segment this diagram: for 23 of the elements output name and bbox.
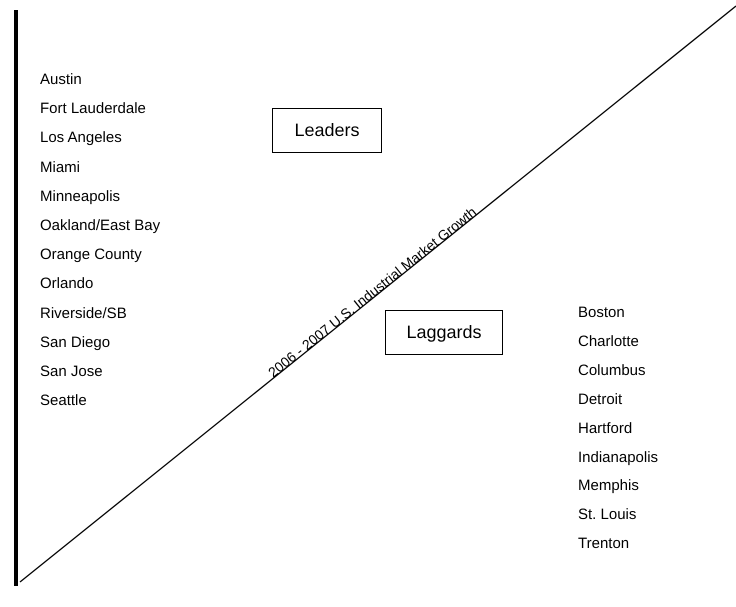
city-name: Oakland/East Bay bbox=[40, 217, 160, 235]
city-name: Los Angeles bbox=[40, 129, 122, 148]
city-name: Miami bbox=[40, 158, 80, 177]
city-name: St. Louis bbox=[578, 506, 636, 524]
city-name: Detroit bbox=[578, 390, 622, 409]
city-name: Austin bbox=[40, 71, 82, 89]
city-name: Trenton bbox=[578, 535, 630, 554]
city-name: Memphis bbox=[578, 477, 639, 496]
city-name: Orlando bbox=[40, 275, 94, 294]
city-name: Orange County bbox=[40, 246, 142, 264]
city-name: Boston bbox=[578, 304, 625, 322]
city-name: Fort Lauderdale bbox=[40, 100, 146, 118]
city-name: Hartford bbox=[578, 420, 632, 438]
city-name: Seattle bbox=[40, 392, 87, 410]
category-box: Leaders bbox=[272, 108, 382, 153]
city-name: San Jose bbox=[40, 363, 103, 381]
city-name: Minneapolis bbox=[40, 188, 120, 206]
city-name: San Diego bbox=[40, 334, 110, 352]
city-name: Indianapolis bbox=[578, 448, 658, 466]
city-name: Riverside/SB bbox=[40, 304, 127, 323]
category-box: Laggards bbox=[385, 310, 503, 355]
city-name: Columbus bbox=[578, 362, 646, 380]
city-name: Charlotte bbox=[578, 332, 639, 351]
